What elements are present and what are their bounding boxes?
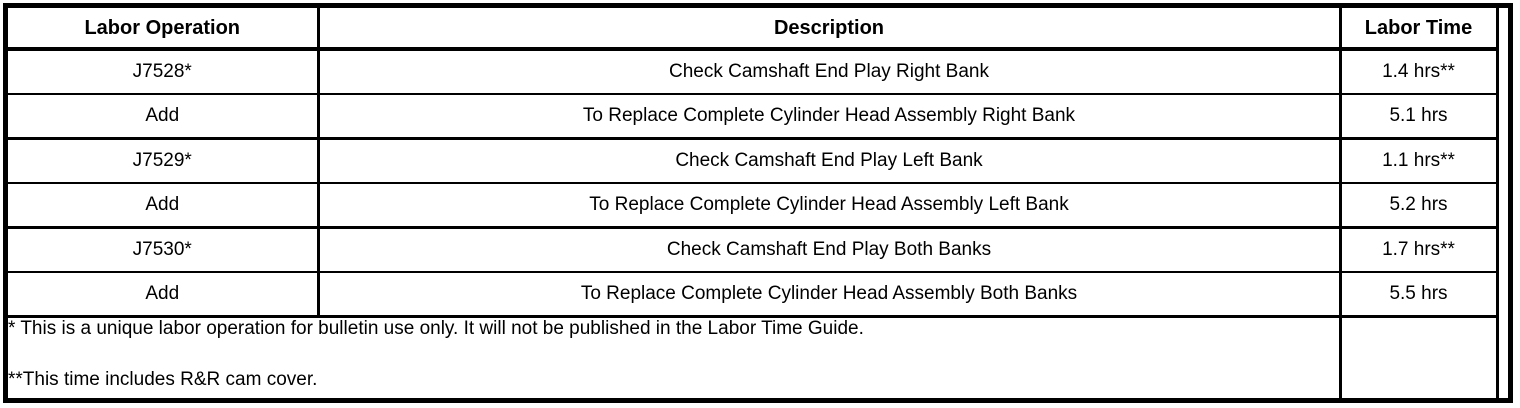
table-row-j7530: J7530* Check Camshaft End Play Both Bank… [8, 227, 1499, 273]
description-cell: To Replace Complete Cylinder Head Assemb… [318, 272, 1342, 318]
labor-time-cell: 5.1 hrs [1340, 94, 1499, 140]
footnote-rr-cam-cover: **This time includes R&R cam cover. [8, 369, 318, 390]
labor-time-cell: 1.7 hrs** [1340, 227, 1499, 273]
table-frame: Labor Operation Description Labor Time J… [3, 3, 1513, 403]
labor-time-cell: 1.1 hrs** [1340, 138, 1499, 184]
labor-time-cell: 5.2 hrs [1340, 183, 1499, 229]
col-header-description: Description [318, 8, 1342, 51]
description-cell: Check Camshaft End Play Both Banks [318, 227, 1342, 273]
table-row-add-both-banks: Add To Replace Complete Cylinder Head As… [8, 272, 1499, 318]
table-row-add-right-bank: Add To Replace Complete Cylinder Head As… [8, 94, 1499, 140]
footnote-empty-time-cell [1340, 316, 1499, 398]
col-header-labor-time: Labor Time [1340, 8, 1499, 51]
labor-operation-cell: Add [8, 272, 320, 318]
footnotes-cell: * This is a unique labor operation for b… [8, 316, 1342, 398]
labor-operation-cell: J7529* [8, 138, 320, 184]
header-row: Labor Operation Description Labor Time [8, 8, 1499, 51]
labor-time-cell: 5.5 hrs [1340, 272, 1499, 318]
labor-operation-cell: J7530* [8, 227, 320, 273]
labor-operation-cell: J7528* [8, 49, 320, 95]
description-cell: To Replace Complete Cylinder Head Assemb… [318, 94, 1342, 140]
table-row-j7529: J7529* Check Camshaft End Play Left Bank… [8, 138, 1499, 184]
description-cell: Check Camshaft End Play Left Bank [318, 138, 1342, 184]
description-cell: Check Camshaft End Play Right Bank [318, 49, 1342, 95]
footnote-row: * This is a unique labor operation for b… [8, 316, 1499, 398]
labor-time-table: Labor Operation Description Labor Time J… [8, 8, 1499, 398]
labor-operation-cell: Add [8, 94, 320, 140]
col-header-labor-operation: Labor Operation [8, 8, 320, 51]
labor-time-cell: 1.4 hrs** [1340, 49, 1499, 95]
description-cell: To Replace Complete Cylinder Head Assemb… [318, 183, 1342, 229]
labor-operation-cell: Add [8, 183, 320, 229]
table-row-add-left-bank: Add To Replace Complete Cylinder Head As… [8, 183, 1499, 229]
footnote-unique-operation: * This is a unique labor operation for b… [8, 318, 864, 339]
table-row-j7528: J7528* Check Camshaft End Play Right Ban… [8, 49, 1499, 95]
